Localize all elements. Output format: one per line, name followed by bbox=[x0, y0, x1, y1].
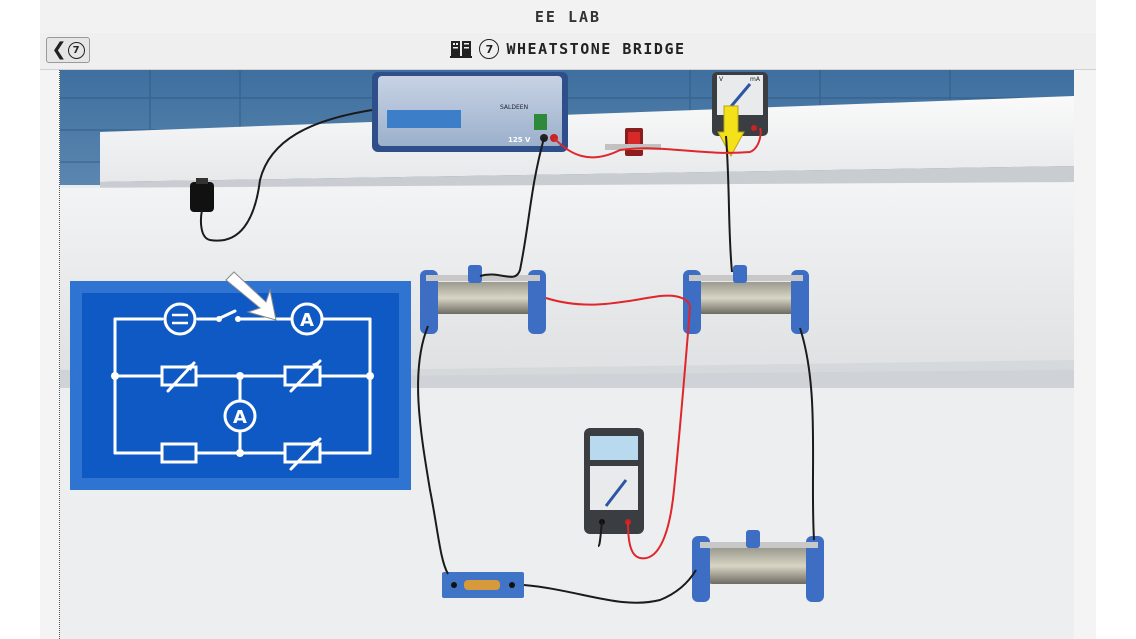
schematic-ammeter-top: A bbox=[300, 310, 314, 331]
ammeter-top[interactable]: V mA bbox=[712, 72, 768, 136]
hint-arrow-icon bbox=[717, 105, 745, 158]
circuit-schematic: A A bbox=[70, 281, 411, 490]
lab-number: 7 bbox=[479, 39, 500, 59]
ammeter-bridge[interactable] bbox=[584, 428, 644, 534]
black-wires bbox=[200, 109, 815, 604]
back-button[interactable]: ❮ 7 bbox=[46, 37, 90, 63]
title-bar: EE LAB bbox=[40, 0, 1096, 34]
schematic-ammeter-mid: A bbox=[233, 407, 247, 428]
lab-stage: SALDEEN 125 V V mA bbox=[60, 70, 1074, 639]
lab-name: WHEATSTONE BRIDGE bbox=[506, 40, 686, 58]
top-shelf bbox=[100, 96, 1074, 182]
lab-toolbar: ❮ 7 7 WHEATSTONE BRIDGE bbox=[40, 33, 1096, 70]
stage-border-left bbox=[59, 70, 61, 639]
pointer-arrow-icon bbox=[225, 271, 277, 321]
power-supply[interactable]: SALDEEN 125 V bbox=[372, 72, 568, 152]
lab-title: 7 WHEATSTONE BRIDGE bbox=[40, 39, 1096, 59]
rheostat-lower-right[interactable] bbox=[692, 530, 824, 602]
psu-brand: SALDEEN bbox=[500, 104, 528, 111]
mains-plug bbox=[190, 178, 214, 212]
ammeter-top-v-label: V bbox=[719, 76, 724, 83]
chevron-left-icon: ❮ bbox=[51, 39, 67, 60]
app-title: EE LAB bbox=[534, 7, 602, 26]
fixed-resistor[interactable] bbox=[442, 572, 524, 598]
red-wires bbox=[545, 127, 762, 560]
psu-voltage: 125 V bbox=[508, 136, 531, 144]
left-margin bbox=[0, 0, 40, 639]
book-icon bbox=[450, 41, 473, 58]
ammeter-top-ma-label: mA bbox=[750, 76, 761, 83]
rheostat-upper-left[interactable] bbox=[420, 265, 546, 334]
schematic-diagram: A A bbox=[82, 293, 399, 478]
right-margin bbox=[1096, 0, 1136, 639]
back-lab-number: 7 bbox=[67, 41, 85, 59]
rheostat-upper-right[interactable] bbox=[683, 265, 809, 334]
